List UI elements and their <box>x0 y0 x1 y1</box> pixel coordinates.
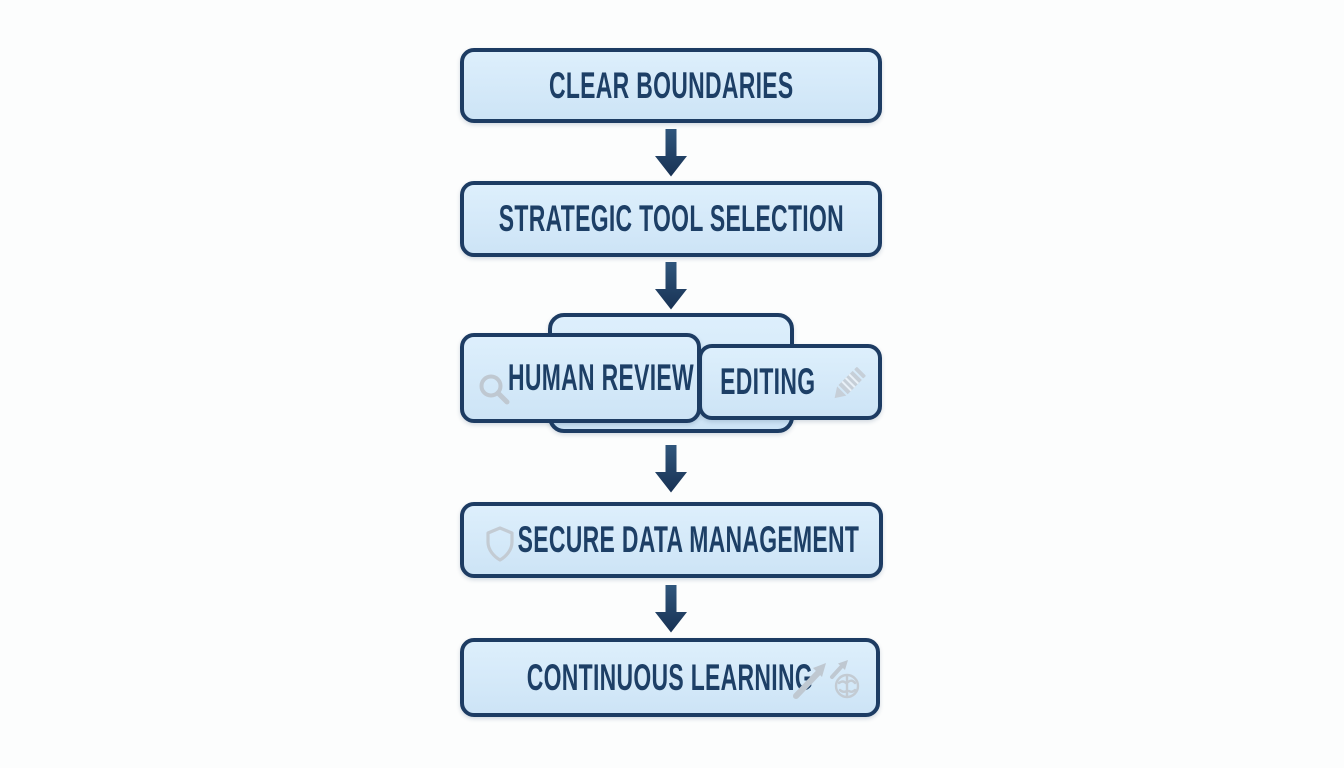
flow-node-clear-boundaries: CLEAR BOUNDARIES <box>460 48 882 123</box>
flow-node-label: CLEAR BOUNDARIES <box>548 64 794 106</box>
flow-node-strategic-tool-selection: STRATEGIC TOOL SELECTION <box>460 181 882 257</box>
flow-node-continuous-learning: CONTINUOUS LEARNING <box>460 638 880 717</box>
search-icon <box>479 374 510 405</box>
flow-node-human-review: HUMAN REVIEW <box>460 333 701 423</box>
flow-node-label: STRATEGIC TOOL SELECTION <box>498 198 844 239</box>
flow-node-secure-data-management: SECURE DATA MANAGEMENT <box>460 502 883 578</box>
flow-arrow-down-3 <box>655 445 687 493</box>
trending-up-brain-icon <box>793 660 860 699</box>
flow-node-label: EDITING <box>720 361 816 402</box>
flow-node-label: SECURE DATA MANAGEMENT <box>517 519 860 560</box>
flow-node-editing: EDITING <box>698 344 882 420</box>
flow-node-label: CONTINUOUS LEARNING <box>526 656 814 698</box>
flow-arrow-down-4 <box>655 585 687 633</box>
flow-arrow-down-2 <box>655 262 687 310</box>
flow-arrow-down-1 <box>655 129 687 177</box>
flow-node-label: HUMAN REVIEW <box>507 357 694 398</box>
pencil-icon <box>834 367 866 399</box>
shield-icon <box>486 526 514 562</box>
